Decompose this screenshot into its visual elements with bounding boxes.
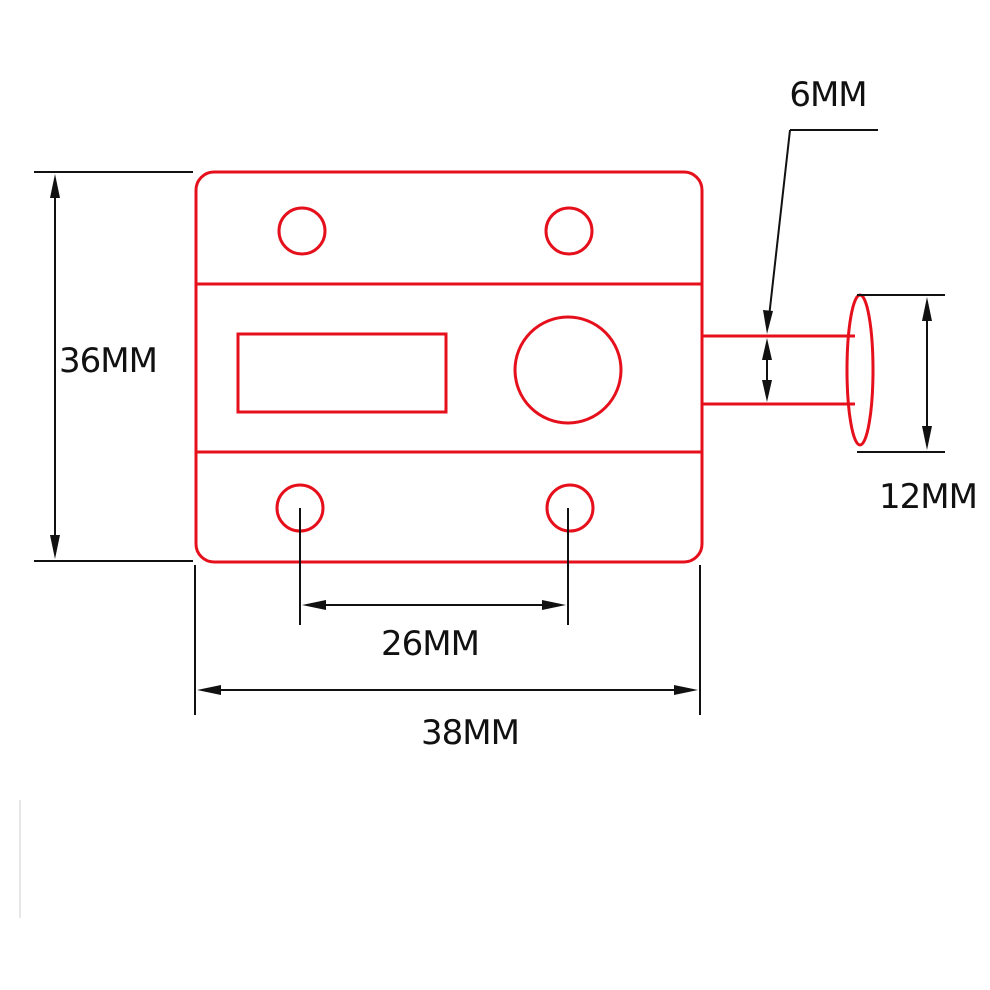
- leader-6-diagonal: [767, 129, 791, 327]
- label-26mm: 26MM: [381, 624, 479, 664]
- bolt-part: [194, 170, 875, 564]
- label-6mm: 6MM: [789, 75, 866, 115]
- arrow-36-bottom: [50, 535, 60, 559]
- mount-hole-top-left: [277, 206, 327, 256]
- arrow-38-left: [197, 685, 221, 695]
- bolt-knob-base: [513, 315, 623, 425]
- slot: [236, 332, 448, 414]
- dimension-labels: 36MM 38MM 26MM 6MM 12MM: [59, 75, 978, 753]
- arrow-26-right: [542, 600, 566, 610]
- dimensions: [19, 129, 945, 918]
- base-plate: [194, 170, 704, 564]
- arrow-12-top: [922, 297, 932, 321]
- pin-end-cap: [845, 293, 875, 447]
- arrow-26-left: [302, 600, 326, 610]
- arrow-12-bottom: [922, 426, 932, 450]
- arrow-6-bottom: [762, 380, 772, 402]
- slide-channel: [194, 282, 704, 454]
- mount-hole-top-right: [544, 206, 594, 256]
- arrow-6-leader: [763, 310, 773, 334]
- label-12mm: 12MM: [879, 477, 977, 517]
- arrow-36-top: [50, 174, 60, 198]
- mount-hole-bottom-right: [545, 483, 595, 533]
- label-36mm: 36MM: [59, 341, 157, 381]
- label-38mm: 38MM: [421, 713, 519, 753]
- arrow-38-right: [674, 685, 698, 695]
- arrow-6-top: [762, 338, 772, 360]
